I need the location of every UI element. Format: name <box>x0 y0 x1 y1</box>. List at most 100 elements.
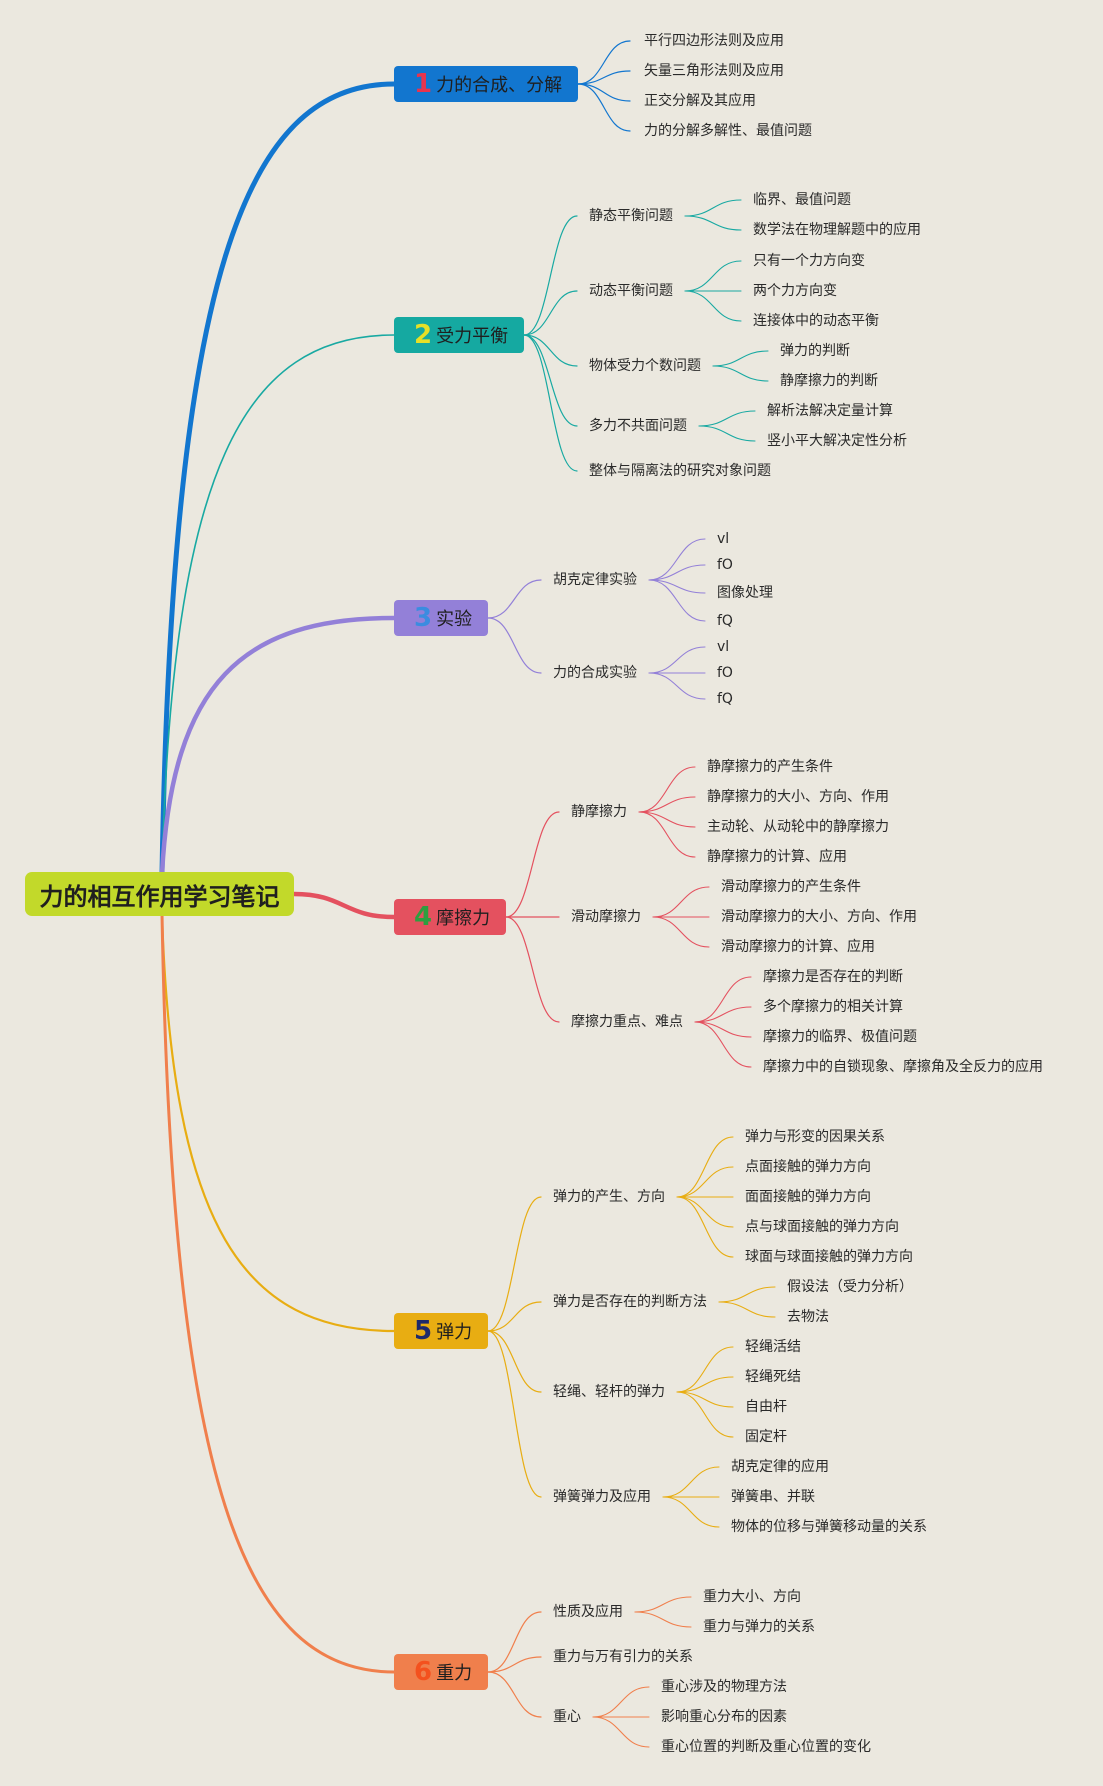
topic-6-branch-3-leaf-3[interactable]: 重心位置的判断及重心位置的变化 <box>661 1739 871 1755</box>
topic-3-branch-1[interactable]: 胡克定律实验 <box>553 572 637 588</box>
topic-2-branch-2-leaf-3[interactable]: 连接体中的动态平衡 <box>753 313 879 329</box>
topic-2-connector-4 <box>523 334 578 427</box>
topic-2-connector-3 <box>523 334 578 367</box>
root-node[interactable]: 力的相互作用学习笔记 <box>25 872 294 916</box>
topic-4-branch-3-leaf-2[interactable]: 多个摩擦力的相关计算 <box>763 999 903 1015</box>
topic-4-branch-1[interactable]: 静摩擦力 <box>571 804 627 820</box>
topic-4-branch-3[interactable]: 摩擦力重点、难点 <box>571 1014 683 1030</box>
topic-6-branch-1-connector-1 <box>634 1596 692 1613</box>
topic-5-connector-1 <box>487 1196 542 1332</box>
topic-3-branch-2[interactable]: 力的合成实验 <box>553 665 637 681</box>
topic-3-branch-1-leaf-3[interactable]: 图像处理 <box>717 585 773 601</box>
topic-5-branch-4-leaf-2[interactable]: 弹簧串、并联 <box>731 1489 815 1505</box>
topic-2-branch-3-leaf-1[interactable]: 弹力的判断 <box>780 343 850 359</box>
topic-6-number: 6 <box>414 1657 433 1687</box>
topic-5-branch-2-leaf-1[interactable]: 假设法（受力分析） <box>787 1279 913 1295</box>
topic-5-branch-1-connector-1 <box>676 1136 734 1198</box>
topic-2-connector-5 <box>523 334 578 472</box>
topic-3-branch-1-leaf-2[interactable]: fO <box>717 557 733 573</box>
topic-4-branch-2-leaf-3[interactable]: 滑动摩擦力的计算、应用 <box>721 939 875 955</box>
topic-2-branch-4[interactable]: 多力不共面问题 <box>589 418 687 434</box>
topic-4-branch-3-leaf-1[interactable]: 摩擦力是否存在的判断 <box>763 969 903 985</box>
topic-4-branch-1-leaf-4[interactable]: 静摩擦力的计算、应用 <box>707 849 847 865</box>
topic-1-connector-3 <box>577 83 631 102</box>
topic-4-branch-1-leaf-3[interactable]: 主动轮、从动轮中的静摩擦力 <box>707 819 889 835</box>
topic-5-branch-2[interactable]: 弹力是否存在的判断方法 <box>553 1294 707 1310</box>
topic-6-connector-2 <box>487 1656 542 1673</box>
topic-2-branch-3[interactable]: 物体受力个数问题 <box>589 358 701 374</box>
topic-3-branch-1-leaf-4[interactable]: fQ <box>717 613 733 629</box>
topic-4-branch-2-leaf-1[interactable]: 滑动摩擦力的产生条件 <box>721 879 861 895</box>
topic-5-branch-1-leaf-4[interactable]: 点与球面接触的弹力方向 <box>745 1219 899 1235</box>
topic-2-branch-4-leaf-1[interactable]: 解析法解决定量计算 <box>767 403 893 419</box>
topic-4-branch-3-connector-4 <box>694 1021 752 1068</box>
root-connector-6 <box>160 912 396 1674</box>
root-title: 力的相互作用学习笔记 <box>39 882 280 911</box>
topic-1-number: 1 <box>414 69 433 99</box>
topic-5-branch-1[interactable]: 弹力的产生、方向 <box>553 1189 665 1205</box>
topic-5-branch-3-leaf-2[interactable]: 轻绳死结 <box>745 1369 801 1385</box>
topic-6-branch-1-leaf-1[interactable]: 重力大小、方向 <box>703 1589 801 1605</box>
topic-2-branch-4-leaf-2[interactable]: 竖小平大解决定性分析 <box>767 433 907 449</box>
topic-6-connector-1 <box>487 1611 542 1673</box>
topic-5-branch-1-leaf-1[interactable]: 弹力与形变的因果关系 <box>745 1129 885 1145</box>
topic-5-branch-2-leaf-2[interactable]: 去物法 <box>787 1309 829 1325</box>
topic-2-branch-1-leaf-2[interactable]: 数学法在物理解题中的应用 <box>753 222 921 238</box>
topic-3-branch-2-leaf-2[interactable]: fO <box>717 665 733 681</box>
topic-1-item-2[interactable]: 矢量三角形法则及应用 <box>644 63 784 79</box>
topic-5-number: 5 <box>414 1316 433 1346</box>
topic-4-branch-1-leaf-2[interactable]: 静摩擦力的大小、方向、作用 <box>707 789 889 805</box>
topic-5-branch-3-connector-1 <box>676 1346 734 1393</box>
topic-2-branch-1-leaf-1[interactable]: 临界、最值问题 <box>753 192 851 208</box>
topic-3-connector-2 <box>487 617 542 674</box>
topic-6-branch-1[interactable]: 性质及应用 <box>553 1604 623 1620</box>
topic-1-item-1[interactable]: 平行四边形法则及应用 <box>644 33 784 49</box>
topic-6-branch-1-leaf-2[interactable]: 重力与弹力的关系 <box>703 1619 815 1635</box>
topic-3-branch-1-leaf-1[interactable]: vl <box>717 531 730 547</box>
topic-2-branch-2-leaf-1[interactable]: 只有一个力方向变 <box>753 253 865 269</box>
topic-5-branch-2-connector-2 <box>718 1301 776 1318</box>
topic-2-branch-5[interactable]: 整体与隔离法的研究对象问题 <box>589 463 771 479</box>
topic-6-branch-3[interactable]: 重心 <box>553 1709 581 1725</box>
topic-5-branch-1-leaf-5[interactable]: 球面与球面接触的弹力方向 <box>745 1249 913 1265</box>
topic-1-item-4[interactable]: 力的分解多解性、最值问题 <box>644 123 812 139</box>
topic-2-branch-2-leaf-2[interactable]: 两个力方向变 <box>753 283 837 299</box>
topic-5-branch-3-connector-3 <box>676 1391 734 1408</box>
topic-6-label: 重力 <box>436 1663 473 1684</box>
topic-1-item-3[interactable]: 正交分解及其应用 <box>644 93 756 109</box>
topic-5-branch-3-leaf-3[interactable]: 自由杆 <box>745 1399 787 1415</box>
topic-3-label: 实验 <box>436 609 473 630</box>
topic-6-branch-3-leaf-1[interactable]: 重心涉及的物理方法 <box>661 1679 787 1695</box>
topic-5-branch-4-leaf-1[interactable]: 胡克定律的应用 <box>731 1459 829 1475</box>
topic-5-branch-3-leaf-4[interactable]: 固定杆 <box>745 1429 787 1445</box>
topic-4-branch-1-leaf-1[interactable]: 静摩擦力的产生条件 <box>707 759 833 775</box>
topic-5-branch-4[interactable]: 弹簧弹力及应用 <box>553 1489 651 1505</box>
topic-1-connector-4 <box>577 83 631 132</box>
topic-5-branch-1-leaf-2[interactable]: 点面接触的弹力方向 <box>745 1159 871 1175</box>
topic-6-branch-3-connector-1 <box>592 1686 650 1718</box>
topic-5-branch-3[interactable]: 轻绳、轻杆的弹力 <box>553 1384 665 1400</box>
topic-4-branch-1-connector-1 <box>638 766 696 813</box>
topic-5-branch-3-leaf-1[interactable]: 轻绳活结 <box>745 1339 801 1355</box>
topic-5-branch-1-leaf-3[interactable]: 面面接触的弹力方向 <box>745 1189 871 1205</box>
topic-2-branch-2[interactable]: 动态平衡问题 <box>589 283 673 299</box>
topic-3-branch-2-leaf-3[interactable]: fQ <box>717 691 733 707</box>
topic-6-branch-2[interactable]: 重力与万有引力的关系 <box>553 1649 693 1665</box>
topic-2-branch-3-leaf-2[interactable]: 静摩擦力的判断 <box>780 373 878 389</box>
topic-5-branch-4-leaf-3[interactable]: 物体的位移与弹簧移动量的关系 <box>731 1519 927 1535</box>
topic-4-branch-2[interactable]: 滑动摩擦力 <box>571 909 641 925</box>
topic-3-branch-2-leaf-1[interactable]: vl <box>717 639 730 655</box>
topic-4-branch-3-leaf-4[interactable]: 摩擦力中的自锁现象、摩擦角及全反力的应用 <box>763 1059 1043 1075</box>
topic-4-branch-2-leaf-2[interactable]: 滑动摩擦力的大小、方向、作用 <box>721 909 917 925</box>
topic-6-branch-3-leaf-2[interactable]: 影响重心分布的因素 <box>661 1709 787 1725</box>
topic-2-branch-1[interactable]: 静态平衡问题 <box>589 208 673 224</box>
topic-2-branch-2-connector-3 <box>684 290 742 322</box>
topic-4-branch-3-leaf-3[interactable]: 摩擦力的临界、极值问题 <box>763 1029 917 1045</box>
